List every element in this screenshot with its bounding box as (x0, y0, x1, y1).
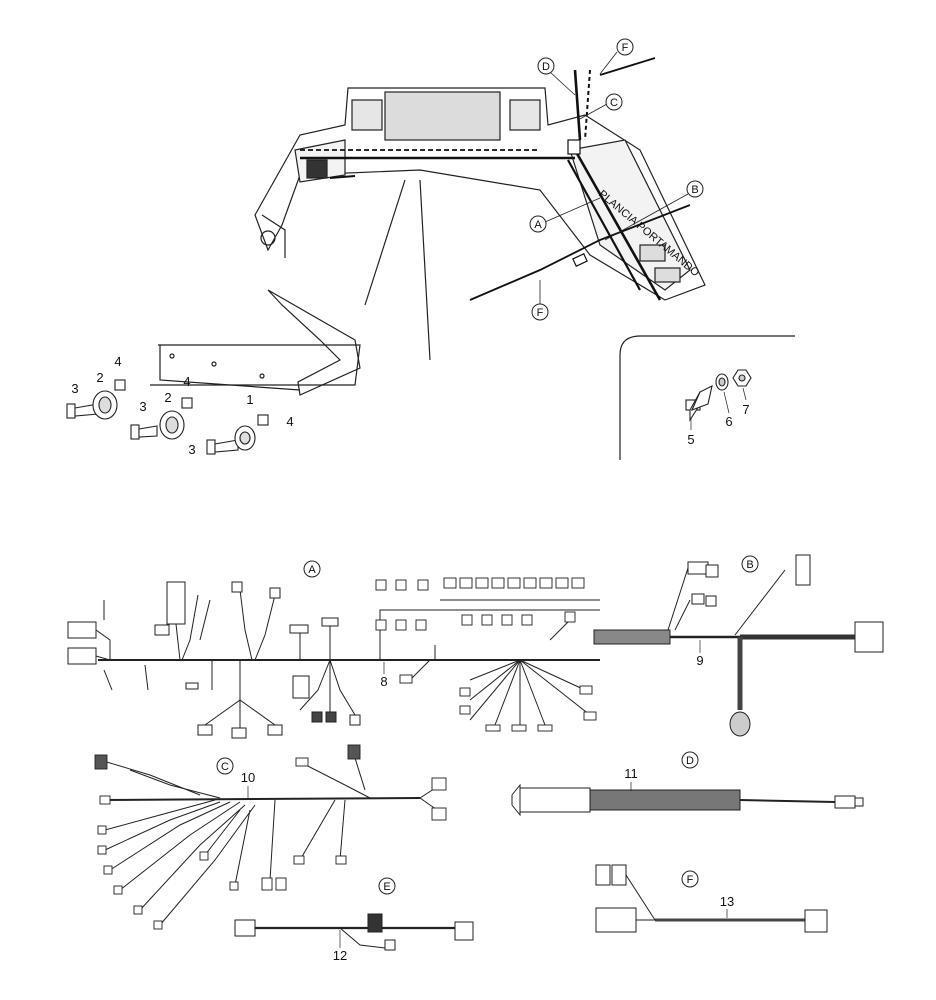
fastener-group-left (66, 379, 269, 455)
callout-A-label: A (534, 219, 542, 231)
harness-F (595, 864, 828, 933)
harness-C (99, 757, 441, 926)
part-label-3c: 3 (188, 442, 195, 457)
part-label-6: 6 (725, 414, 732, 429)
callout-C-lower-label: C (221, 761, 229, 773)
part-label-9: 9 (696, 653, 703, 668)
harness-A-relays (375, 577, 597, 732)
callout-F2-label: F (537, 307, 544, 319)
part-label-11: 11 (624, 766, 638, 781)
part-label-13: 13 (720, 894, 734, 909)
fastener-labels-left: 4 2 3 3 2 4 1 4 3 (71, 354, 293, 457)
part-label-10: 10 (241, 770, 255, 785)
callout-D-top: D (537, 57, 576, 96)
callout-F-lower: F (531, 280, 549, 321)
part-label-2a: 2 (96, 370, 103, 385)
harness-B (593, 554, 884, 737)
part-label-4a: 4 (114, 354, 121, 369)
harness-callouts: A B C D E F (216, 555, 759, 895)
part-label-1: 1 (246, 392, 253, 407)
fastener-labels-right: 5 6 7 (687, 387, 750, 447)
dashboard-harness-routes (300, 57, 691, 301)
harness-A (67, 581, 600, 739)
dashboard-assembly (150, 87, 795, 460)
part-label-3a: 3 (71, 381, 78, 396)
part-label-12: 12 (333, 948, 347, 963)
callout-D-lower-label: D (686, 755, 694, 767)
harness-C-connectors (94, 744, 447, 930)
part-label-3b: 3 (139, 399, 146, 414)
harness-part-numbers: 8 9 10 11 12 13 (241, 640, 734, 963)
callout-B-label: B (691, 184, 698, 196)
callout-A-top: A (529, 197, 601, 233)
part-label-4c: 4 (286, 414, 293, 429)
callout-C-top: C (577, 93, 623, 121)
callout-F-lower-label: F (687, 874, 694, 886)
callout-B-top: B (604, 180, 704, 241)
callout-F-label: F (622, 42, 629, 54)
part-label-8: 8 (380, 674, 387, 689)
callout-D-label: D (542, 61, 550, 73)
callout-E-lower-label: E (383, 881, 390, 893)
harness-D (511, 783, 864, 817)
callout-A-lower-label: A (308, 564, 316, 576)
part-label-2b: 2 (164, 390, 171, 405)
part-label-5: 5 (687, 432, 694, 447)
part-label-7: 7 (742, 402, 749, 417)
callout-C-label: C (610, 97, 618, 109)
harness-E (234, 913, 474, 951)
callout-F-top: F (599, 38, 634, 75)
part-label-4b: 4 (183, 374, 190, 389)
callout-B-lower-label: B (746, 559, 753, 571)
fastener-group-right (685, 369, 752, 422)
